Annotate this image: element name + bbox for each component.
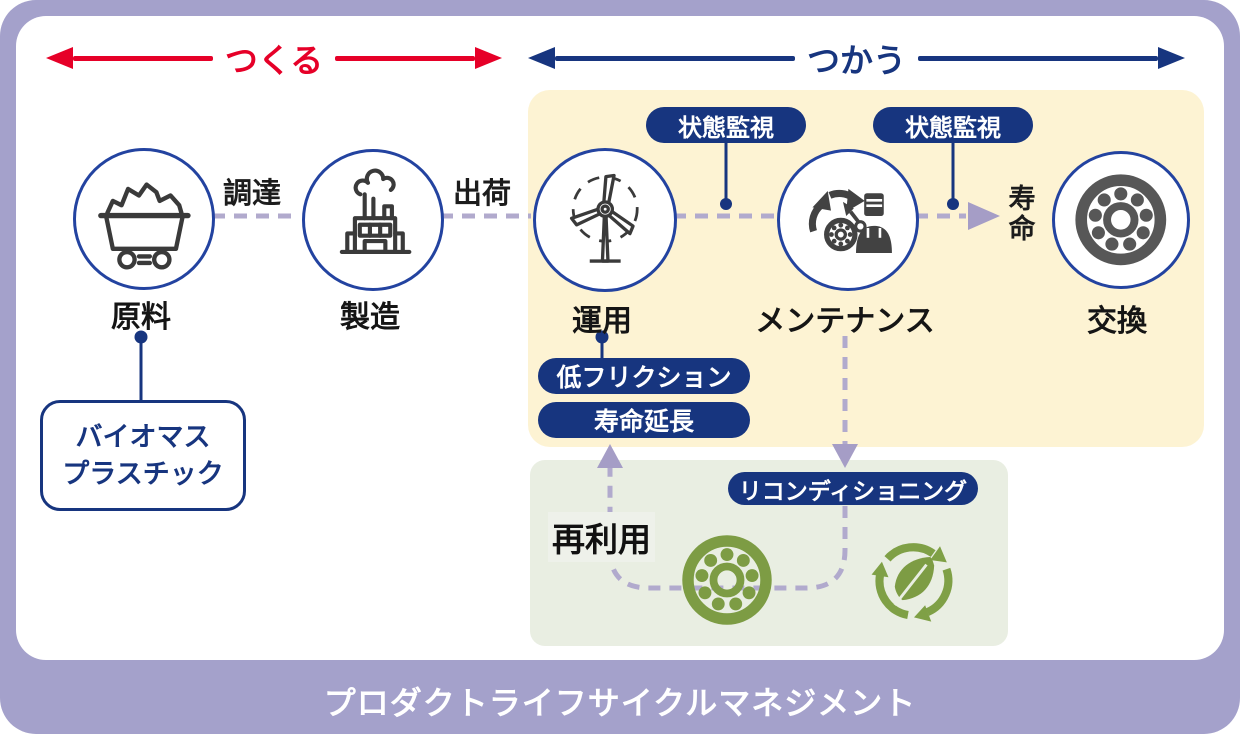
badge-condition-monitoring-1: 状態監視 [646, 107, 806, 143]
arrow-left-icon [46, 47, 73, 69]
mine-cart-icon [97, 182, 191, 270]
node-replacement [1052, 151, 1190, 289]
edge-label-procurement: 調達 [222, 178, 282, 210]
make-phase-arrow: つくる [46, 42, 502, 79]
node-raw-material [73, 148, 215, 290]
biomass-line2: プラスチック [62, 458, 224, 489]
maintenance-worker-icon [808, 188, 892, 253]
badge-low-friction: 低フリクション [538, 358, 750, 394]
node-operation [533, 148, 677, 292]
node-manufacturing [302, 149, 444, 291]
biomass-plastic-box: バイオマス プラスチック [40, 400, 246, 511]
node-maintenance [777, 149, 919, 291]
node-label-maintenance: メンテナンス [755, 305, 935, 338]
make-phase-label: つくる [224, 42, 324, 79]
edge-label-shipping: 出荷 [452, 178, 512, 210]
green-bearing-icon [675, 528, 779, 632]
diagram-title: プロダクトライフサイクルマネジメント [323, 685, 917, 721]
arrow-right-icon [1158, 47, 1185, 69]
arrow-left-icon [528, 47, 555, 69]
factory-icon [339, 168, 411, 254]
node-label-operation: 運用 [572, 305, 632, 338]
reuse-label: 再利用 [548, 512, 655, 562]
badge-reconditioning: リコンディショニング [728, 472, 978, 505]
bearing-icon [1075, 174, 1167, 266]
biomass-line1: バイオマス [75, 422, 211, 453]
wind-turbine-icon [569, 173, 639, 263]
badge-condition-monitoring-2: 状態監視 [873, 107, 1033, 143]
node-label-manufacturing: 製造 [340, 301, 400, 334]
edge-label-lifespan: 寿命 [1008, 184, 1036, 245]
use-phase-arrow: つかう [528, 42, 1185, 79]
badge-life-extension: 寿命延長 [538, 402, 750, 438]
use-phase-label: つかう [807, 42, 906, 79]
node-label-replacement: 交換 [1087, 305, 1147, 338]
arrow-right-icon [475, 47, 502, 69]
node-label-raw-material: 原料 [111, 301, 171, 334]
recycle-leaf-icon [866, 532, 962, 628]
